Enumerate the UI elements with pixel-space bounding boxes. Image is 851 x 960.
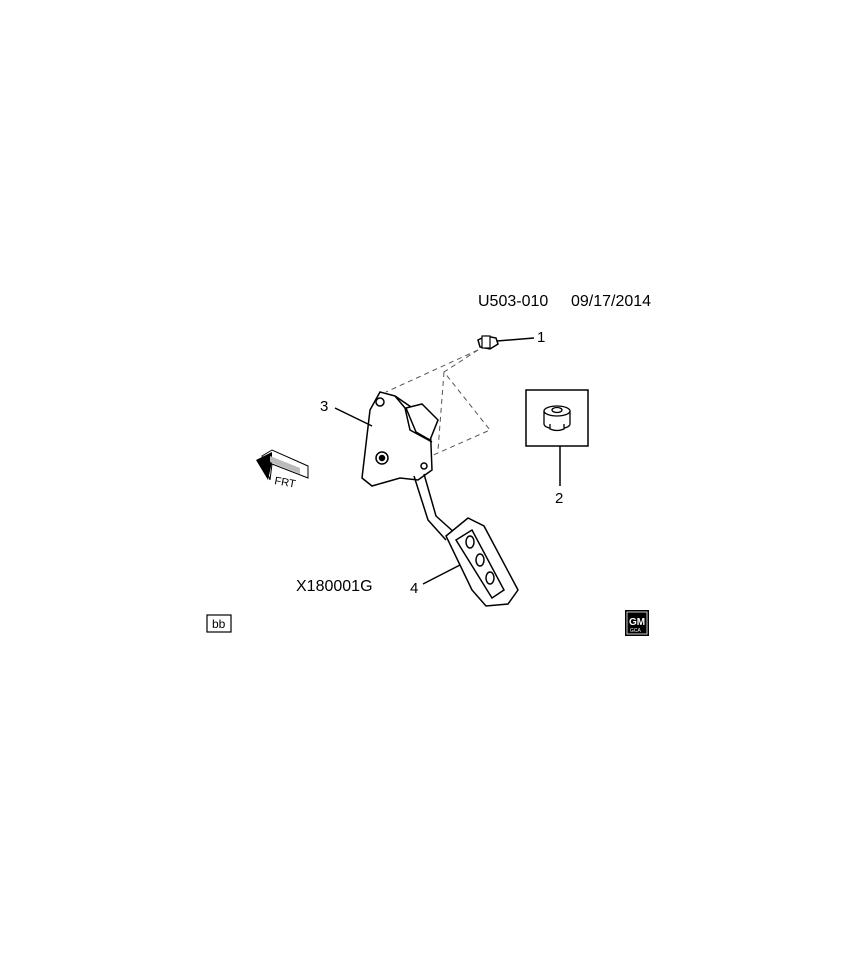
bushing-part (543, 405, 571, 432)
callout-3: 3 (320, 398, 328, 415)
bolt-part (477, 335, 499, 350)
callout-2: 2 (555, 490, 563, 507)
callout-line-4 (422, 564, 461, 585)
inset-box (525, 389, 589, 447)
callout-1: 1 (537, 329, 545, 346)
pedal-arm (413, 473, 457, 541)
gm-logo: GM GCA (625, 610, 649, 636)
svg-text:GM: GM (629, 617, 645, 628)
callout-line-3 (334, 407, 373, 427)
bb-badge: bb (206, 614, 232, 633)
front-arrow-icon: FRT (256, 449, 309, 491)
ref-date: 09/17/2014 (571, 293, 651, 310)
front-marker-label: FRT (273, 475, 296, 491)
assembly-lines (385, 349, 491, 461)
pedal-pad (445, 517, 519, 607)
ref-code: U503-010 (478, 293, 548, 310)
bb-badge-label: bb (212, 617, 226, 631)
svg-text:GCA: GCA (630, 628, 642, 634)
callout-line-1 (496, 337, 535, 342)
illustration-code: X180001G (296, 578, 373, 595)
pedal-sensor-bracket (361, 391, 439, 487)
callout-4: 4 (410, 580, 418, 597)
